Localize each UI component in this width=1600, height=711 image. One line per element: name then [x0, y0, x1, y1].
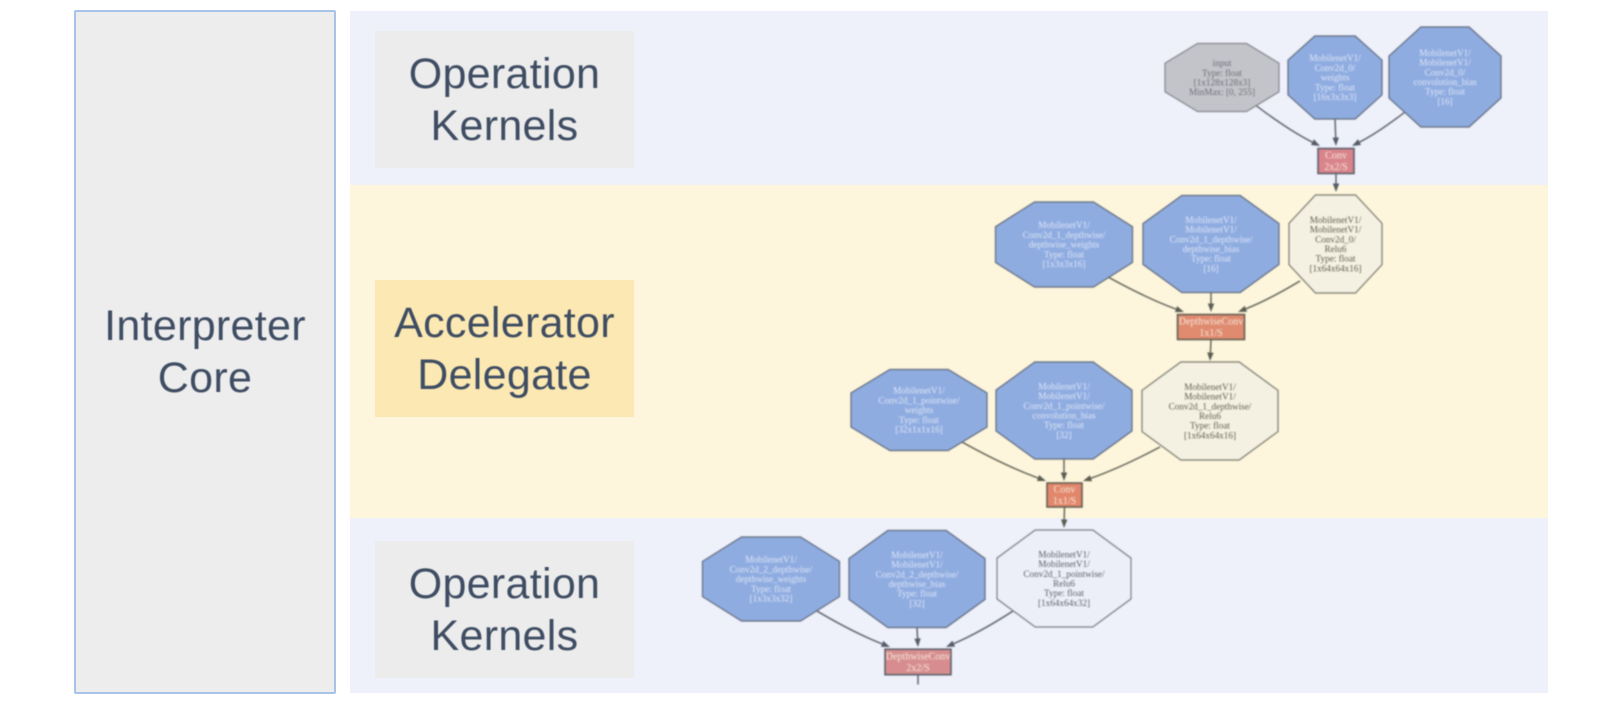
- svg-text:MobilenetV1/MobilenetV1/Conv2d: MobilenetV1/MobilenetV1/Conv2d_2_depthwi…: [876, 550, 959, 609]
- svg-text:MobilenetV1/MobilenetV1/Conv2d: MobilenetV1/MobilenetV1/Conv2d_1_depthwi…: [1169, 382, 1252, 441]
- svg-text:MobilenetV1/MobilenetV1/Conv2d: MobilenetV1/MobilenetV1/Conv2d_1_pointwi…: [1023, 381, 1105, 440]
- svg-text:MobilenetV1/MobilenetV1/Conv2d: MobilenetV1/MobilenetV1/Conv2d_1_depthwi…: [1170, 215, 1253, 274]
- svg-text:MobilenetV1/MobilenetV1/Conv2d: MobilenetV1/MobilenetV1/Conv2d_0/Relu6Ty…: [1309, 215, 1361, 274]
- svg-text:MobilenetV1/MobilenetV1/Conv2d: MobilenetV1/MobilenetV1/Conv2d_0/convolu…: [1413, 48, 1477, 107]
- svg-text:MobilenetV1/Conv2d_2_depthwise: MobilenetV1/Conv2d_2_depthwise/depthwise…: [730, 555, 813, 604]
- svg-text:MobilenetV1/MobilenetV1/Conv2d: MobilenetV1/MobilenetV1/Conv2d_1_pointwi…: [1023, 549, 1105, 608]
- svg-text:MobilenetV1/Conv2d_1_pointwise: MobilenetV1/Conv2d_1_pointwise/weightsTy…: [878, 386, 960, 435]
- svg-text:MobilenetV1/Conv2d_1_depthwise: MobilenetV1/Conv2d_1_depthwise/depthwise…: [1023, 220, 1106, 269]
